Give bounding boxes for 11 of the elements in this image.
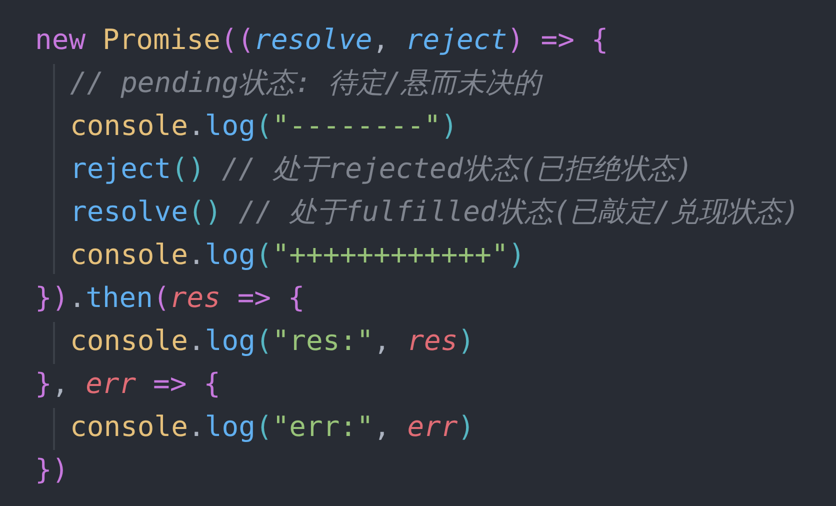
code-line: // pending状态: 待定/悬而未决的	[70, 65, 542, 101]
code-line: console.log("++++++++++++")	[70, 237, 526, 273]
code-line: resolve() // 处于fulfilled状态(已敲定/兑现状态)	[70, 194, 800, 230]
code-line: console.log("err:", err)	[70, 409, 475, 445]
code-line: }, err => {	[35, 366, 220, 402]
code-line: new Promise((resolve, reject) => {	[35, 22, 608, 58]
code-line: reject() // 处于rejected状态(已拒绝状态)	[70, 151, 693, 187]
code-line: }).then(res => {	[35, 280, 305, 316]
code-line: console.log("--------")	[70, 108, 458, 144]
code-line: console.log("res:", res)	[70, 323, 475, 359]
code-line: })	[35, 452, 69, 488]
